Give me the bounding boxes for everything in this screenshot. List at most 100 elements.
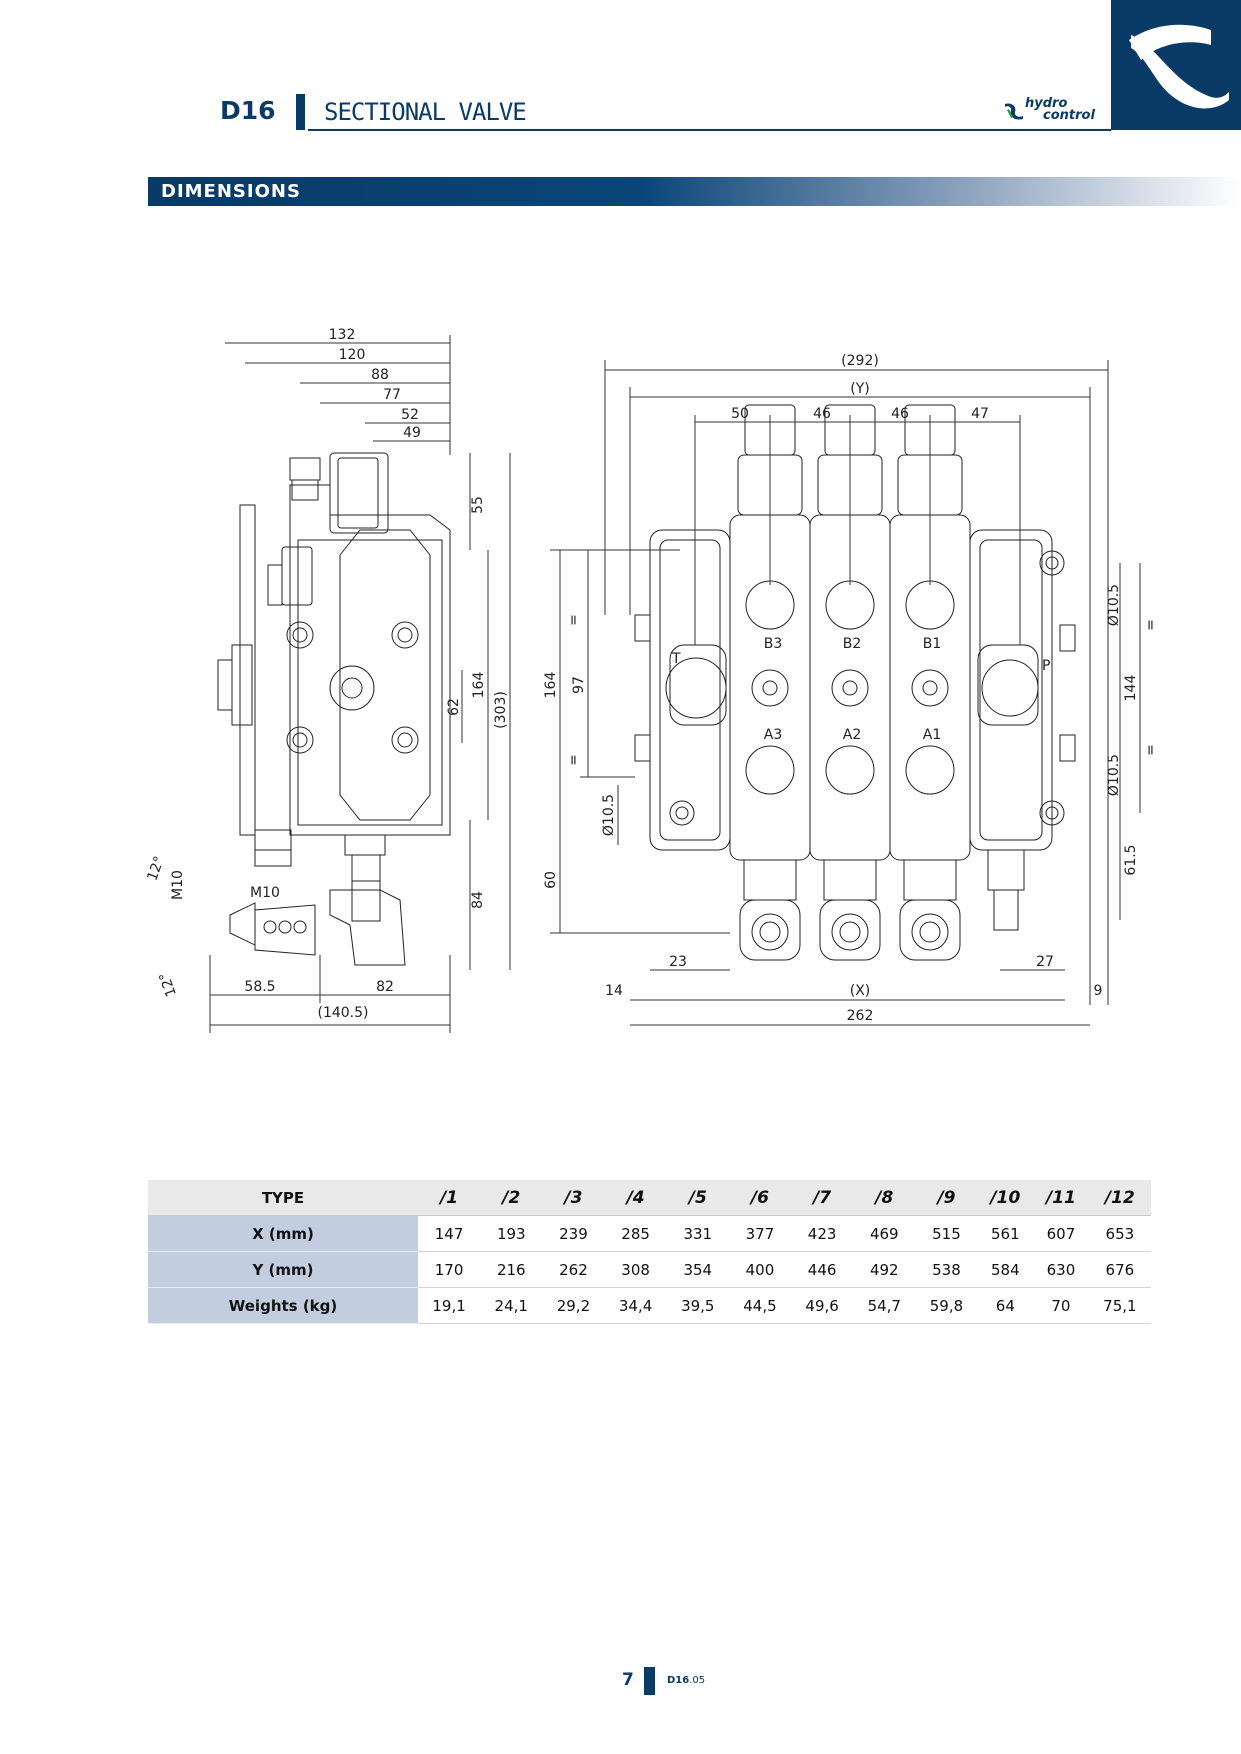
port-b3: B3 bbox=[764, 636, 783, 652]
table-cell: 400 bbox=[728, 1251, 792, 1288]
header-divider bbox=[296, 94, 305, 130]
col-header: /6 bbox=[728, 1180, 792, 1216]
dim-9: 9 bbox=[1094, 983, 1103, 999]
dim-132: 132 bbox=[329, 327, 356, 343]
label-m10-thread: M10 bbox=[170, 870, 186, 900]
dim-60: 60 bbox=[543, 871, 559, 889]
dim-303: (303) bbox=[493, 691, 509, 729]
port-p: P bbox=[1042, 658, 1050, 674]
product-code: D16 bbox=[220, 96, 276, 125]
col-header: /11 bbox=[1033, 1180, 1089, 1216]
table-cell: 653 bbox=[1088, 1215, 1151, 1252]
table-cell: 64 bbox=[977, 1287, 1034, 1324]
table-header-type: TYPE bbox=[148, 1180, 418, 1216]
table-cell: 49,6 bbox=[791, 1287, 854, 1324]
col-header: /10 bbox=[977, 1180, 1034, 1216]
dim-49: 49 bbox=[403, 425, 421, 441]
dim-55: 55 bbox=[470, 496, 486, 514]
angle-12-bottom: 12° bbox=[156, 970, 180, 999]
dim-x: (X) bbox=[850, 983, 871, 999]
brand-line-2: control bbox=[1043, 108, 1095, 123]
dimensions-table: TYPE /1 /2 /3 /4 /5 /6 /7 /8 /9 /10 /11 … bbox=[148, 1180, 1151, 1324]
table-cell: 423 bbox=[791, 1215, 854, 1252]
table-cell: 446 bbox=[791, 1251, 854, 1288]
table-cell: 308 bbox=[604, 1251, 667, 1288]
eq-mark-4: = bbox=[1143, 744, 1159, 756]
table-cell: 630 bbox=[1033, 1251, 1089, 1288]
page-title: SECTIONAL VALVE bbox=[324, 98, 527, 126]
row-label: Y (mm) bbox=[148, 1251, 418, 1288]
dim-62: 62 bbox=[446, 698, 462, 716]
table-cell: 193 bbox=[480, 1215, 543, 1252]
col-header: /1 bbox=[418, 1180, 481, 1216]
dim-y: (Y) bbox=[850, 381, 869, 397]
section-title: DIMENSIONS bbox=[161, 181, 301, 202]
page-number: 7 bbox=[622, 1670, 634, 1690]
dim-61-5: 61.5 bbox=[1123, 844, 1139, 875]
dim-50: 50 bbox=[731, 406, 749, 422]
table-cell: 75,1 bbox=[1088, 1287, 1151, 1324]
dim-dia-right-bottom: Ø10.5 bbox=[1106, 754, 1122, 796]
dim-97: 97 bbox=[571, 676, 587, 694]
table-cell: 216 bbox=[480, 1251, 543, 1288]
table-cell: 492 bbox=[853, 1251, 916, 1288]
col-header: /7 bbox=[791, 1180, 854, 1216]
dim-46-a: 46 bbox=[813, 406, 831, 422]
port-a1: A1 bbox=[923, 727, 941, 743]
wave-logo-icon bbox=[1129, 24, 1229, 109]
table-cell: 19,1 bbox=[418, 1287, 481, 1324]
dim-14: 14 bbox=[605, 983, 623, 999]
table-cell: 39,5 bbox=[666, 1287, 729, 1324]
corner-logo-block bbox=[1111, 0, 1241, 130]
table-header-row: TYPE /1 /2 /3 /4 /5 /6 /7 /8 /9 /10 /11 … bbox=[148, 1180, 1151, 1216]
dim-23: 23 bbox=[669, 954, 687, 970]
col-header: /9 bbox=[915, 1180, 978, 1216]
eq-mark-3: = bbox=[1143, 619, 1159, 631]
dim-52: 52 bbox=[401, 407, 419, 423]
dim-58-5: 58.5 bbox=[244, 979, 275, 995]
table-cell: 29,2 bbox=[542, 1287, 605, 1324]
table-row: Weights (kg) 19,1 24,1 29,2 34,4 39,5 44… bbox=[148, 1287, 1151, 1324]
table-cell: 59,8 bbox=[915, 1287, 978, 1324]
table-cell: 70 bbox=[1033, 1287, 1089, 1324]
dim-164-front: 164 bbox=[543, 672, 559, 699]
col-header: /8 bbox=[853, 1180, 916, 1216]
angle-12-top: 12° bbox=[144, 854, 168, 883]
row-label: Weights (kg) bbox=[148, 1287, 418, 1324]
dim-46-b: 46 bbox=[891, 406, 909, 422]
table-cell: 331 bbox=[666, 1215, 729, 1252]
table-cell: 239 bbox=[542, 1215, 605, 1252]
section-banner: DIMENSIONS bbox=[148, 177, 1241, 206]
dim-292: (292) bbox=[841, 353, 879, 369]
dim-140-5: (140.5) bbox=[317, 1005, 368, 1021]
document-code-revision: .05 bbox=[689, 1675, 706, 1686]
table-cell: 538 bbox=[915, 1251, 978, 1288]
table-cell: 561 bbox=[977, 1215, 1034, 1252]
row-label: X (mm) bbox=[148, 1215, 418, 1252]
table-row: Y (mm) 170 216 262 308 354 400 446 492 5… bbox=[148, 1251, 1151, 1288]
eq-mark-2: = bbox=[566, 754, 582, 766]
table-cell: 24,1 bbox=[480, 1287, 543, 1324]
brand-logo: hydro control bbox=[1003, 96, 1095, 123]
port-a3: A3 bbox=[764, 727, 782, 743]
dim-144: 144 bbox=[1123, 675, 1139, 702]
table-cell: 44,5 bbox=[728, 1287, 792, 1324]
header-rule bbox=[308, 129, 1111, 131]
dim-88: 88 bbox=[371, 367, 389, 383]
table-cell: 34,4 bbox=[604, 1287, 667, 1324]
dimension-drawing: 132 120 88 77 52 49 55 62 164 (303) 84 5… bbox=[144, 327, 1159, 1033]
brand-line-1: hydro bbox=[1025, 96, 1068, 111]
dim-dia-right-top: Ø10.5 bbox=[1106, 584, 1122, 626]
table-cell: 147 bbox=[418, 1215, 481, 1252]
table-row: X (mm) 147 193 239 285 331 377 423 469 5… bbox=[148, 1215, 1151, 1252]
col-header: /2 bbox=[480, 1180, 543, 1216]
table-cell: 515 bbox=[915, 1215, 978, 1252]
col-header: /4 bbox=[604, 1180, 667, 1216]
document-code: D16.05 bbox=[667, 1675, 705, 1686]
footer-divider bbox=[644, 1667, 655, 1695]
dim-262: 262 bbox=[847, 1008, 874, 1024]
dim-120: 120 bbox=[339, 347, 366, 363]
table-cell: 285 bbox=[604, 1215, 667, 1252]
front-view bbox=[634, 404, 1076, 961]
brand-text: hydro control bbox=[1025, 96, 1095, 123]
